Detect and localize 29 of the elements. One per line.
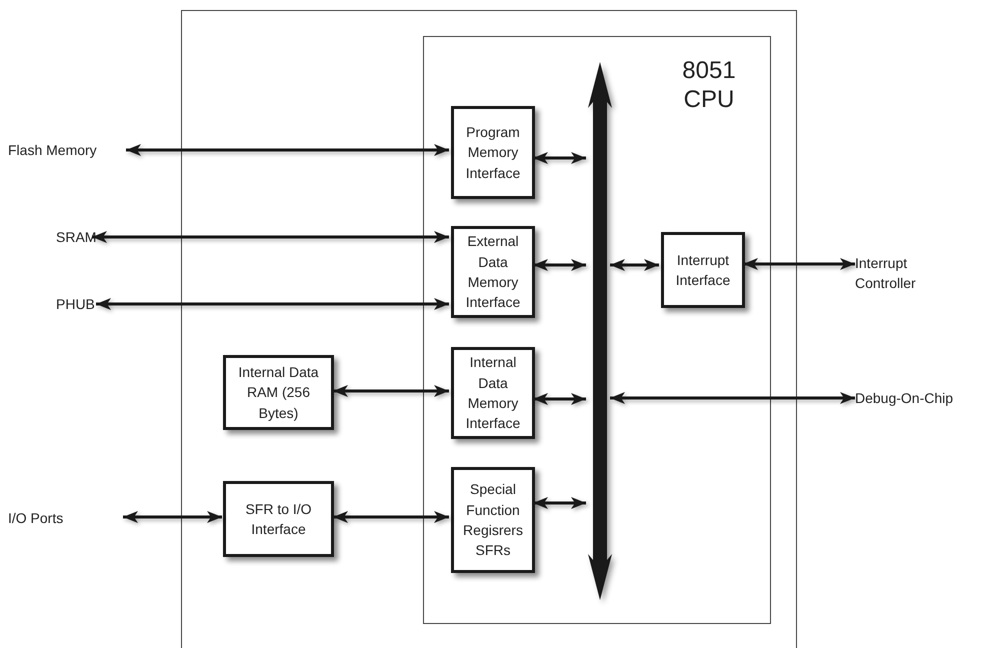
arrow [96, 298, 449, 310]
process-box: SFR to I/O Interface [223, 481, 334, 557]
arrow [610, 392, 855, 404]
process-box: Special Function Regisrers SFRs [451, 467, 535, 573]
arrow [743, 258, 855, 270]
interface-label: Flash Memory [8, 141, 126, 160]
arrow [92, 231, 449, 243]
interface-label: Debug-On-Chip [855, 389, 981, 408]
process-box: Internal Data Memory Interface [451, 347, 535, 439]
arrow [533, 259, 586, 271]
arrow [533, 152, 586, 164]
cpu-block [423, 36, 771, 624]
arrow [333, 511, 449, 523]
arrow [610, 259, 659, 271]
block-title: 8051 CPU [681, 57, 737, 115]
arrow [533, 497, 586, 509]
process-box: Program Memory Interface [451, 106, 535, 199]
arrow [333, 385, 449, 397]
interface-label: Interrupt Controller [855, 254, 945, 294]
arrow [123, 511, 222, 523]
interface-label: I/O Ports [8, 509, 123, 528]
interface-label: PHUB [56, 295, 96, 314]
arrow [533, 393, 586, 405]
process-box: Internal Data RAM (256 Bytes) [223, 355, 334, 430]
process-box: Interrupt Interface [661, 232, 745, 308]
chip-boundary [181, 10, 797, 648]
bus-arrow [588, 62, 612, 600]
arrow [126, 144, 449, 156]
process-box: External Data Memory Interface [451, 226, 535, 318]
